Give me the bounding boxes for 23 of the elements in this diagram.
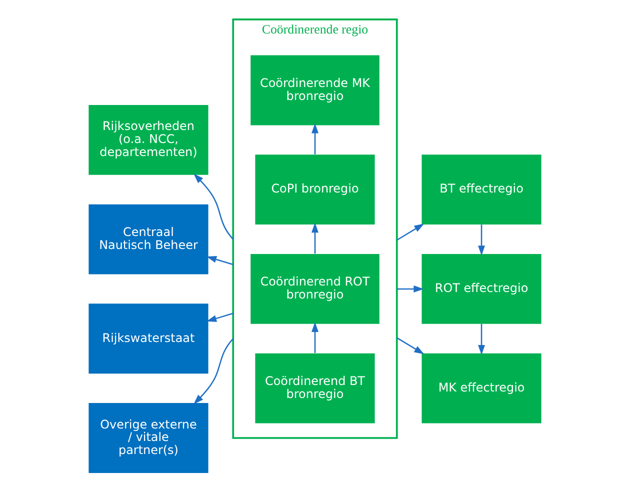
node-box: ROT effectregio xyxy=(422,254,542,324)
node-box: MK effectregio xyxy=(422,353,542,424)
node-box: Coördinerend BT bronregio xyxy=(255,353,375,424)
node-box: Centraal Nautisch Beheer xyxy=(88,204,208,274)
node-box: BT effectregio xyxy=(422,154,542,225)
arrow xyxy=(478,324,485,355)
node-box: Coördinerende MK bronregio xyxy=(250,55,380,126)
node-box: Rijksoverheden (o.a. NCC, departementen) xyxy=(88,104,208,175)
arrow xyxy=(396,224,424,241)
arrow xyxy=(478,224,485,256)
node-box: Rijkswaterstaat xyxy=(88,304,208,374)
arrow xyxy=(194,338,234,404)
arrow xyxy=(194,174,234,240)
node-box: Coördinerend ROT bronregio xyxy=(250,254,380,324)
arrow xyxy=(396,285,424,292)
arrow xyxy=(312,123,318,154)
arrow xyxy=(206,312,234,322)
node-box: CoPI bronregio xyxy=(255,154,375,225)
node-box: Overige externe / vitale partner(s) xyxy=(88,403,208,473)
arrow xyxy=(312,222,318,254)
arrow xyxy=(312,322,318,353)
arrow xyxy=(396,337,424,354)
arrow xyxy=(206,256,234,266)
